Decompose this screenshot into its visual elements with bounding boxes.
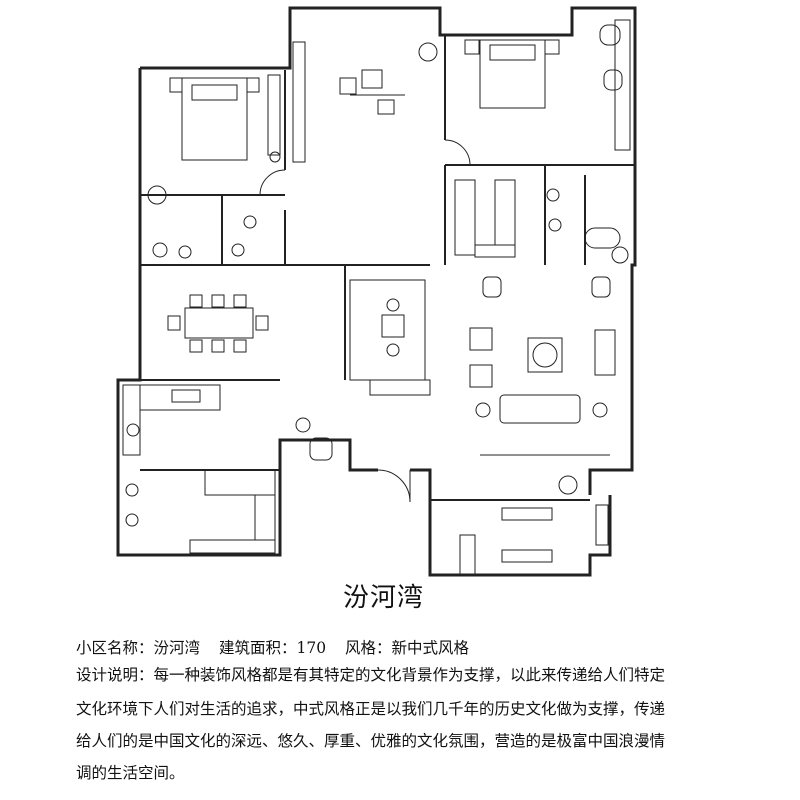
project-info-line: 小区名称：汾河湾 建筑面积：170 风格：新中式风格 bbox=[76, 636, 469, 658]
internal-walls bbox=[140, 35, 635, 501]
kitchen bbox=[122, 384, 333, 554]
study-desk bbox=[339, 42, 438, 115]
bed-right bbox=[464, 24, 623, 109]
floor-plan bbox=[116, 6, 637, 577]
balcony bbox=[459, 246, 629, 576]
area-label: 建筑面积： bbox=[218, 639, 297, 657]
description-line: 给人们的是中国文化的深远、悠久、厚重、优雅的文化氛围，营造的是极富中国浪漫情 bbox=[76, 732, 666, 750]
closet-bath bbox=[152, 179, 621, 259]
description-line: 设计说明：每一种装饰风格都是有其特定的文化背景作为支撑，以此来传递给人们特定 bbox=[76, 666, 666, 684]
outer-walls bbox=[116, 6, 637, 577]
windows bbox=[267, 19, 631, 546]
style-value: 新中式风格 bbox=[391, 639, 470, 657]
doors bbox=[259, 139, 471, 503]
description-line: 文化环境下人们对生活的追求，中式风格正是以我们几千年的历史文化做为支撑，传递 bbox=[76, 700, 666, 718]
plan-title: 汾河湾 bbox=[343, 583, 425, 613]
dining-set bbox=[167, 294, 269, 353]
area-value: 170 bbox=[296, 639, 327, 657]
community-label: 小区名称： bbox=[76, 639, 154, 657]
description-line: 调的生活空间。 bbox=[76, 764, 185, 782]
living-room bbox=[349, 276, 616, 456]
community-value: 汾河湾 bbox=[153, 639, 201, 657]
bed-left bbox=[147, 77, 281, 205]
style-label: 风格： bbox=[345, 639, 392, 657]
